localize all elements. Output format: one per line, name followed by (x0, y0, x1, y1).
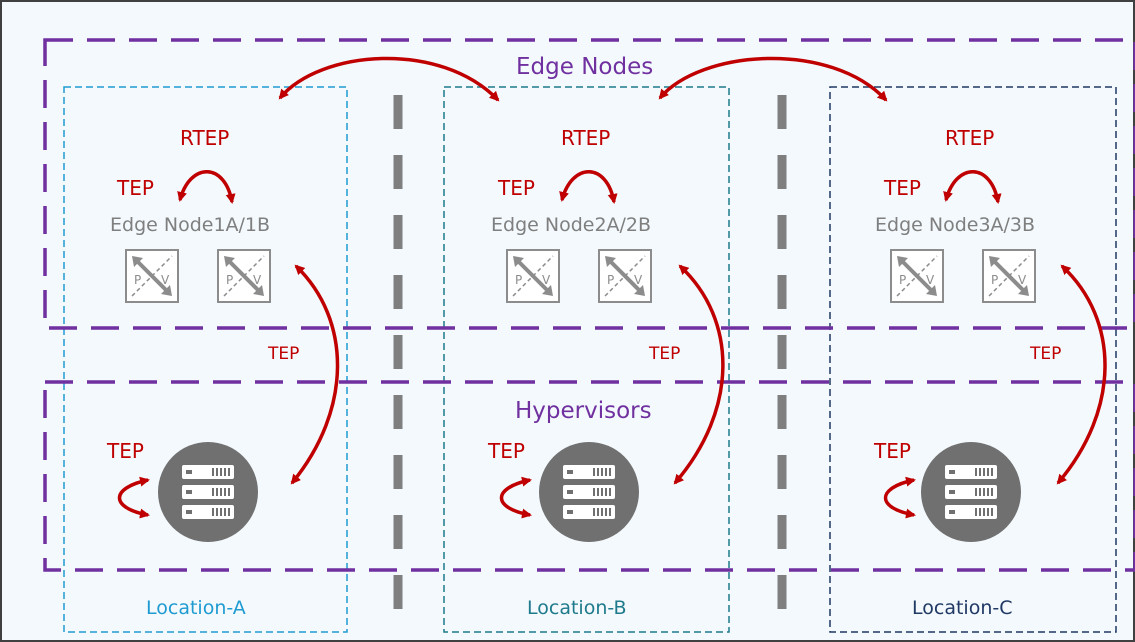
rtep-arrow-b-c (658, 56, 888, 102)
location-a-box (63, 86, 348, 633)
location-b-label: Location-B (527, 597, 627, 619)
hypervisors-group (43, 380, 1135, 572)
location-a-label: Location-A (146, 597, 246, 619)
link-tep-label-a: TEP (268, 344, 300, 364)
edge-icon-a1 (124, 248, 180, 304)
tep-loop-c (943, 170, 1002, 204)
host-loop-c (883, 476, 916, 519)
link-tep-label-c: TEP (1030, 344, 1062, 364)
hypervisors-label: Hypervisors (515, 398, 652, 424)
edge-icon-b1 (505, 248, 561, 304)
link-tep-label-b: TEP (649, 344, 681, 364)
server-icon-b (539, 442, 639, 542)
host-tep-label-a: TEP (107, 439, 144, 463)
server-icon-a (158, 442, 258, 542)
edge-tep-label-b: TEP (498, 176, 535, 200)
edge-icon-a2 (216, 248, 272, 304)
edge-icon-b2 (597, 248, 653, 304)
location-c-box (829, 86, 1117, 633)
tep-loop-a (177, 170, 236, 204)
edge-nodes-label: Edge Nodes (516, 54, 654, 80)
edge-icon-c1 (889, 248, 945, 304)
host-loop-b (499, 476, 532, 519)
tep-arrow-a (290, 264, 340, 485)
edge-node-label-b: Edge Node2A/2B (491, 214, 652, 236)
tep-loop-b (559, 170, 618, 204)
location-b-box (443, 86, 730, 633)
rtep-label-a: RTEP (180, 126, 230, 150)
host-loop-a (117, 476, 150, 519)
edge-tep-label-a: TEP (117, 176, 154, 200)
edge-node-label-c: Edge Node3A/3B (875, 214, 1036, 236)
host-tep-label-b: TEP (488, 439, 525, 463)
edge-icon-c2 (981, 248, 1037, 304)
rtep-label-c: RTEP (945, 126, 995, 150)
rtep-label-b: RTEP (561, 126, 611, 150)
server-icon-c (921, 442, 1021, 542)
rtep-arrow-a-b (278, 56, 500, 102)
tep-arrow-c (1056, 264, 1107, 485)
location-c-label: Location-C (912, 597, 1013, 619)
tep-arrow-b (673, 264, 725, 485)
edge-nodes-group (43, 38, 1135, 330)
host-tep-label-c: TEP (874, 439, 911, 463)
edge-tep-label-c: TEP (884, 176, 921, 200)
edge-node-label-a: Edge Node1A/1B (110, 214, 271, 236)
